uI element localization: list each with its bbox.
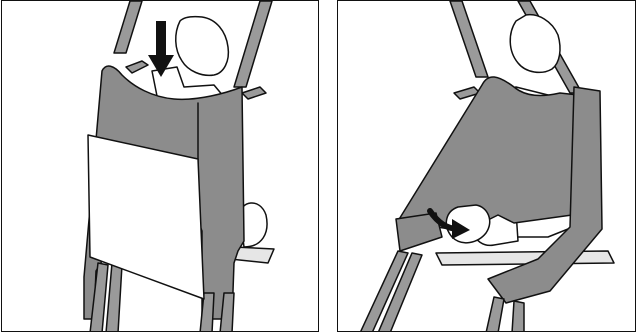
strap-lower-right-1 xyxy=(199,292,215,331)
person-head xyxy=(509,13,561,74)
sheet xyxy=(87,134,205,300)
strap-lower-left-2 xyxy=(378,252,423,331)
strap-lower-left-1 xyxy=(89,262,109,331)
curved-arrow-icon xyxy=(427,208,470,239)
strap-lower-left-2 xyxy=(105,262,123,331)
sling-leg-right xyxy=(487,86,603,304)
hook-right xyxy=(241,86,267,100)
panel-1-illustration xyxy=(83,1,275,331)
sling-leg-left xyxy=(395,212,443,252)
instruction-panel-1 xyxy=(1,0,319,332)
seat xyxy=(435,250,615,266)
strap-upper-left xyxy=(449,1,489,78)
strap-upper-right xyxy=(233,1,273,88)
arrow-down-icon xyxy=(148,21,174,77)
knee xyxy=(239,202,268,248)
strap-upper-left xyxy=(113,1,143,54)
person-head xyxy=(175,15,230,77)
sling-back xyxy=(397,76,579,230)
hook-left xyxy=(125,60,149,74)
strap-lower-right-2 xyxy=(511,300,525,331)
strap-lower-left-1 xyxy=(360,250,409,331)
panel-2-illustration xyxy=(360,1,615,331)
strap-lower-right-1 xyxy=(485,296,505,331)
strap-lower-right-2 xyxy=(219,292,235,331)
instruction-panel-2 xyxy=(337,0,636,332)
